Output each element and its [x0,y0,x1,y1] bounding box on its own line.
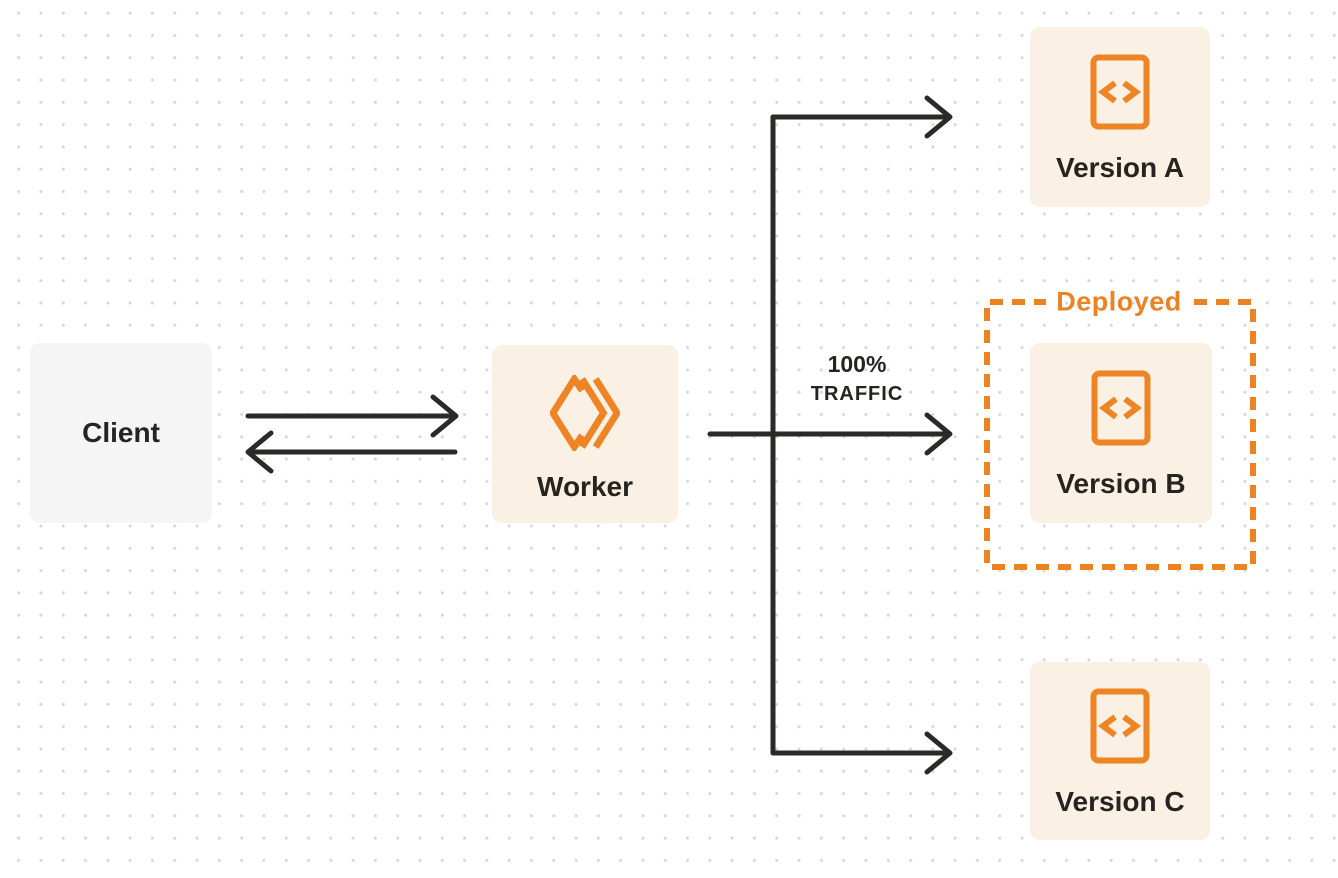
version-b-node: Version B [1030,343,1212,523]
response-arrow [245,430,458,474]
version-a-node: Version A [1030,27,1210,207]
traffic-word-text: TRAFFIC [810,383,904,405]
traffic-percent-text: 100% [827,351,887,377]
workers-logo-icon [550,375,620,451]
version-a-label: Version A [1055,152,1185,183]
version-b-label: Version B [1056,468,1186,499]
deployed-label: Deployed [1056,286,1182,317]
version-c-node: Version C [1030,662,1210,840]
client-label: Client [82,417,160,448]
client-node: Client [30,343,212,523]
code-file-icon [1090,688,1150,764]
worker-label: Worker [537,471,633,502]
worker-node: Worker [492,345,678,523]
traffic-label: 100% TRAFFIC [811,351,904,411]
version-c-label: Version C [1055,786,1185,817]
version-c-arrow [770,731,953,775]
request-arrow [245,394,459,438]
code-file-icon [1090,54,1150,130]
version-a-arrow [770,95,953,139]
traffic-arrow [707,412,953,456]
code-file-icon [1091,370,1151,446]
